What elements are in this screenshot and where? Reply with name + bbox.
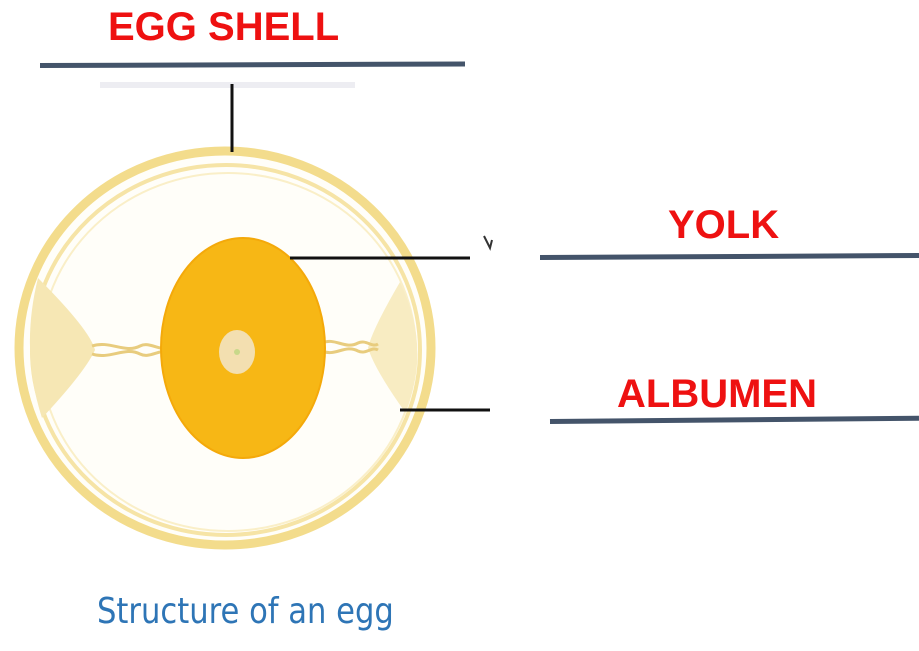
egg-diagram <box>14 82 493 550</box>
yolk-label: YOLK <box>668 203 780 247</box>
chalaza-right <box>321 339 379 355</box>
right-membrane <box>368 282 418 412</box>
diagram-caption: Structure of an egg <box>97 591 394 632</box>
faint-text-smudge <box>100 82 355 88</box>
egg-shell-label: EGG SHELL <box>108 5 340 49</box>
left-membrane <box>29 278 95 418</box>
germinal-spot <box>234 349 240 355</box>
clipped-text-fragment <box>483 235 493 251</box>
egg-shell-answer-line <box>39 61 466 68</box>
albumen-label: ALBUMEN <box>617 372 817 416</box>
